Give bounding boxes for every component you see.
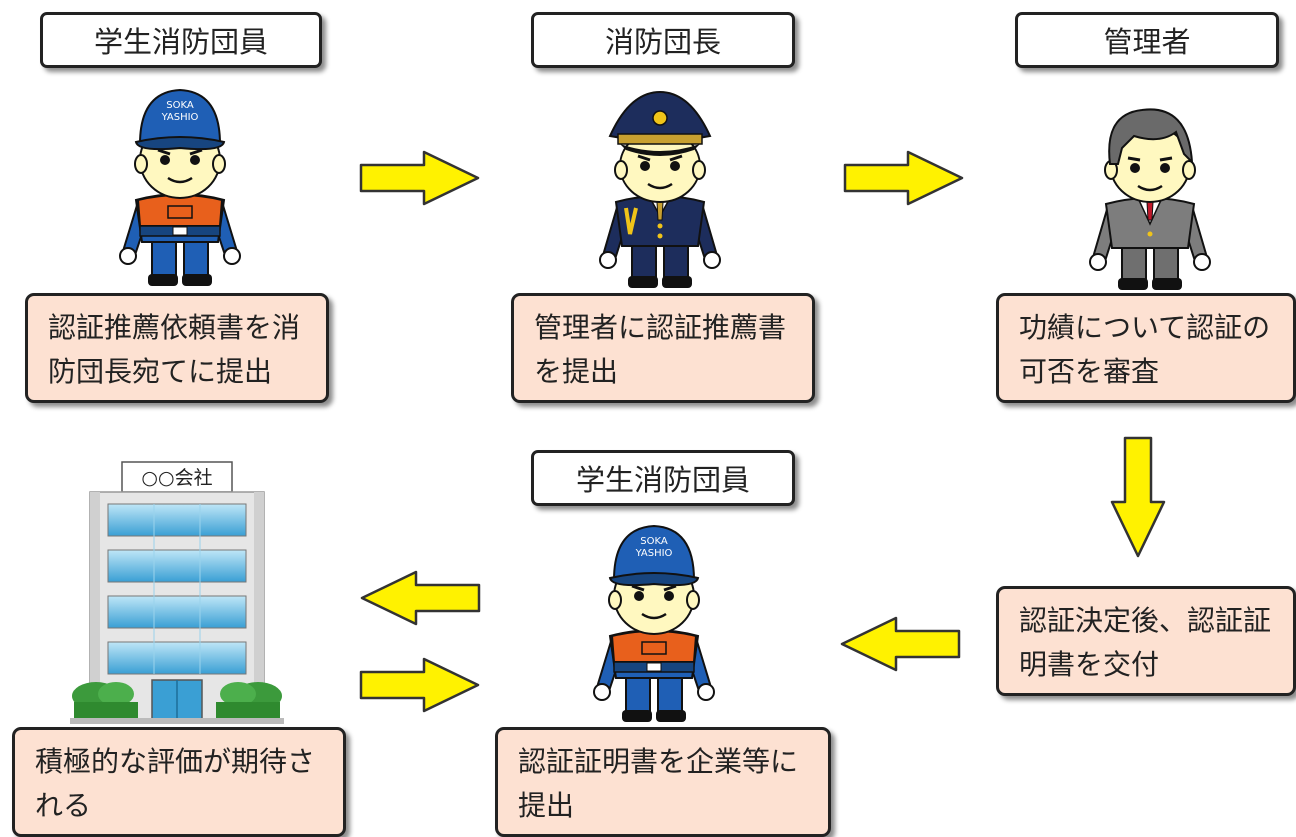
step-text-line: 可否を審査: [1019, 355, 1160, 388]
step-text-line: 明書を交付: [1019, 648, 1160, 681]
role-label-student-bottom: 学生消防団員: [531, 450, 795, 506]
cap-text: SOKA: [640, 536, 668, 547]
step-text-line: れる: [35, 789, 92, 822]
student-firefighter-icon: SOKA YASHIO: [119, 88, 241, 286]
step-text-line: 功績について認証の: [1019, 311, 1271, 344]
role-label-manager: 管理者: [1015, 12, 1279, 68]
building-sign: ○○会社: [141, 467, 212, 489]
step-box-issue-certificate: 認証決定後、認証証 明書を交付: [996, 586, 1296, 696]
step-text-line: 認証推薦依頼書を消: [48, 311, 301, 344]
step-text-line: 防団長宛てに提出: [48, 355, 273, 388]
manager-icon: [1089, 108, 1211, 290]
step-box-request: 認証推薦依頼書を消 防団長宛てに提出: [25, 293, 329, 403]
cap-text: YASHIO: [161, 112, 199, 123]
step-box-review: 功績について認証の 可否を審査: [996, 293, 1296, 403]
cap-text: SOKA: [166, 100, 194, 111]
step-box-submit-recommendation: 管理者に認証推薦書 を提出: [511, 293, 815, 403]
arrow-left-icon: [840, 616, 961, 672]
step-text-line: を提出: [534, 355, 619, 388]
arrow-left-icon: [360, 570, 481, 626]
step-text-line: 管理者に認証推薦書: [534, 311, 787, 344]
step-text-line: 認証証明書を企業等に: [518, 745, 799, 778]
role-label-student-top: 学生消防団員: [40, 12, 322, 68]
student-firefighter-icon: SOKA YASHIO: [593, 524, 715, 722]
arrow-down-icon: [1110, 436, 1166, 558]
arrow-right-icon: [843, 150, 964, 206]
arrow-right-icon: [359, 150, 480, 206]
cap-text: YASHIO: [635, 548, 673, 559]
fire-chief-icon: [599, 90, 721, 288]
step-box-submit-to-company: 認証証明書を企業等に 提出: [495, 727, 831, 837]
role-label-chief: 消防団長: [531, 12, 795, 68]
company-building-icon: ○○会社: [70, 461, 284, 724]
arrow-right-icon: [359, 657, 480, 713]
step-text-line: 提出: [518, 789, 575, 822]
step-text-line: 認証決定後、認証証: [1019, 604, 1272, 637]
step-text-line: 積極的な評価が期待さ: [35, 745, 316, 778]
step-box-evaluation: 積極的な評価が期待さ れる: [12, 727, 346, 837]
